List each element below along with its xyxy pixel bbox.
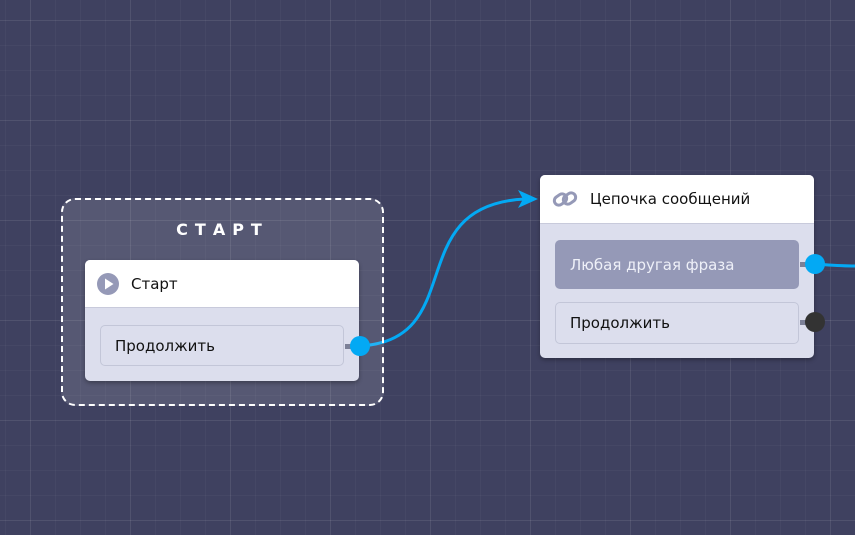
output-port-any-phrase[interactable] — [805, 254, 825, 274]
play-icon — [97, 272, 119, 295]
wire-start-to-chain — [359, 197, 526, 348]
port-stub — [345, 344, 353, 349]
continue-button[interactable]: Продолжить — [555, 302, 799, 344]
output-port-continue[interactable] — [805, 312, 825, 332]
port-stub — [800, 262, 808, 267]
any-other-phrase-button[interactable]: Любая другая фраза — [555, 240, 799, 289]
chain-node[interactable]: Цепочка сообщений Любая другая фраза Про… — [540, 175, 814, 358]
link-icon — [552, 189, 578, 209]
arrow-head — [518, 190, 538, 208]
port-stub — [800, 320, 808, 325]
group-title: СТАРТ — [176, 220, 269, 239]
node-title: Цепочка сообщений — [590, 190, 751, 208]
node-title: Старт — [131, 274, 178, 293]
output-port[interactable] — [350, 336, 370, 356]
start-node[interactable]: Старт Продолжить — [85, 260, 359, 381]
continue-button[interactable]: Продолжить — [100, 325, 344, 366]
